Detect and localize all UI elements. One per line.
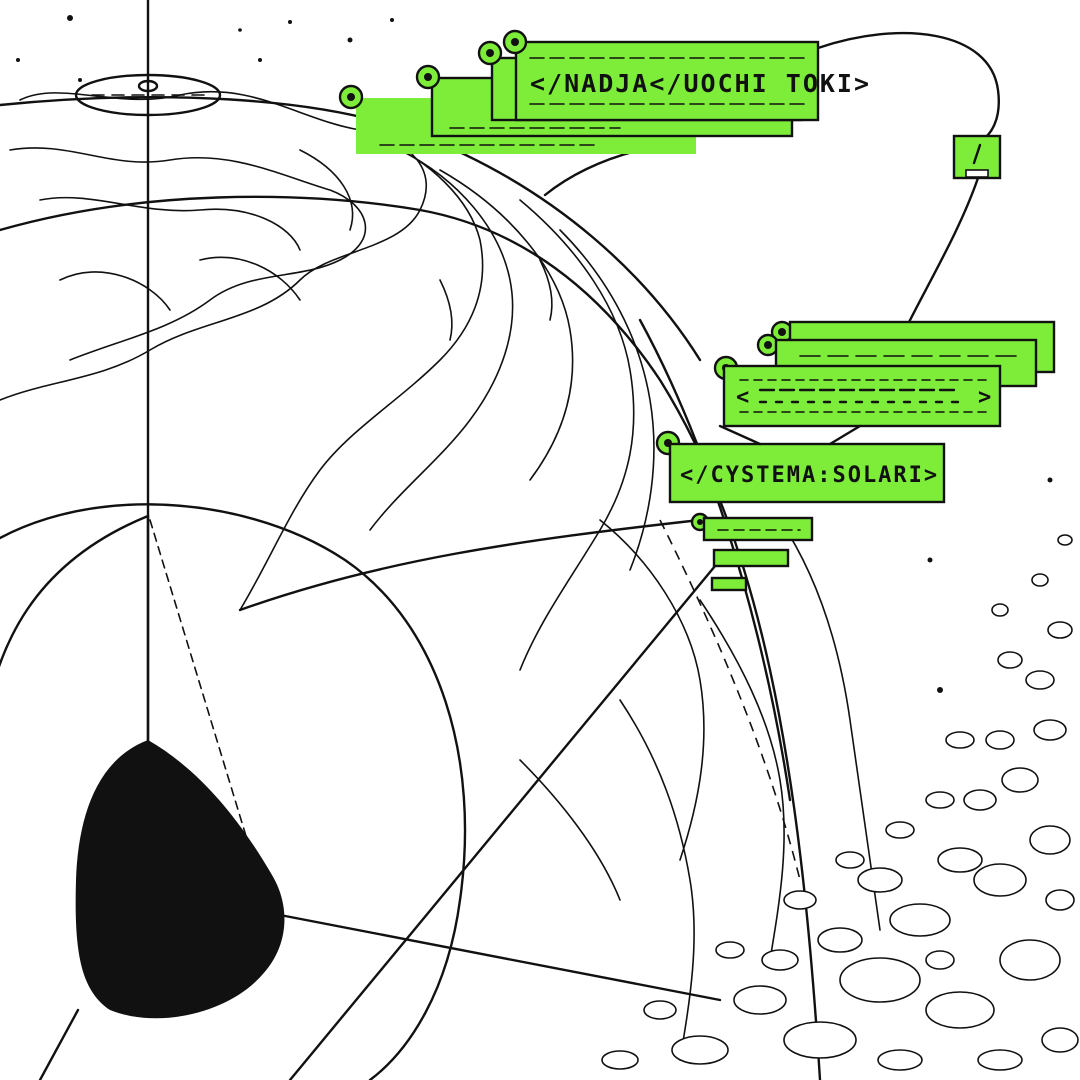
cable-down <box>903 176 980 332</box>
cross-line <box>238 518 702 612</box>
axis-top-ring <box>74 73 222 117</box>
cable-top <box>816 31 1000 142</box>
label-middle-text: </CYSTEMA:SOLARI> <box>680 463 939 488</box>
core-ray-right <box>278 913 722 1002</box>
label-top-text: </NADJA</UOCHI TOKI> <box>530 69 871 98</box>
sphere-left-arc <box>0 514 150 668</box>
label-stack-middle: < > <box>722 320 1056 428</box>
small-label-strips <box>702 516 814 592</box>
small-green-panel-icon <box>952 134 1002 180</box>
label-card-cystema <box>668 442 946 504</box>
svg-text:>: > <box>978 385 993 410</box>
orbit-arc-inner <box>0 195 822 1080</box>
core-ray-down <box>38 1008 80 1080</box>
orbit-dashed <box>659 519 801 881</box>
debris-field <box>601 534 1079 1071</box>
black-core-shape <box>75 740 285 1019</box>
ray-long <box>288 558 722 1080</box>
card-tie-right <box>828 424 862 446</box>
specks <box>16 15 1053 693</box>
card-tie-left <box>718 424 762 446</box>
green-ring-node-icon <box>338 29 794 532</box>
axis-top-hub <box>137 79 159 93</box>
svg-text:<: < <box>736 385 751 410</box>
cable-left <box>543 148 642 197</box>
label-stack-top <box>356 40 820 154</box>
sphere-arc <box>0 503 467 1080</box>
nebula-wisps <box>0 90 881 1061</box>
